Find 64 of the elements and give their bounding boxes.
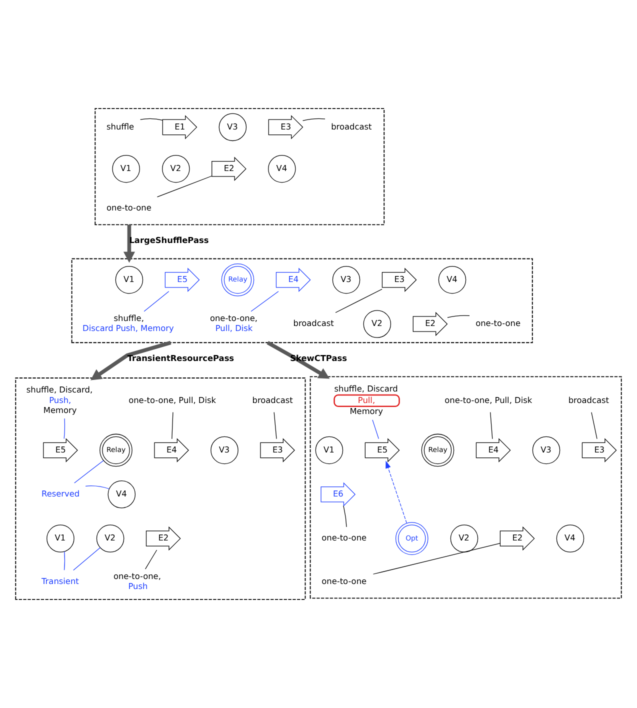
node-circle: V2 [96, 524, 124, 552]
node-text: one-to-one [106, 202, 152, 212]
connector [372, 543, 500, 574]
node-circle: V1 [115, 266, 144, 294]
cluster [310, 376, 622, 599]
node-circle: V3 [532, 436, 560, 464]
cluster [94, 108, 385, 226]
node-text: broadcast [293, 318, 334, 328]
connector [85, 486, 110, 490]
connector [73, 547, 101, 571]
node-circle: V4 [438, 266, 466, 294]
connector [302, 118, 326, 121]
arrow [386, 460, 407, 524]
node-circle: V4 [108, 480, 136, 508]
node-text: shuffle, Discard Push, Memory [82, 313, 174, 334]
node-text: one-to-one [322, 532, 367, 543]
connector [250, 291, 279, 312]
node-label: shuffle, Discard [334, 383, 398, 394]
node-text: broadcast [568, 394, 609, 405]
node-text: Reserved [42, 488, 80, 499]
arrow [90, 340, 172, 380]
cluster [71, 258, 533, 344]
connector [274, 412, 277, 440]
connector [490, 412, 493, 440]
node-circle: V1 [46, 524, 74, 552]
node-circle: V3 [332, 266, 360, 294]
node-circle: V2 [450, 524, 478, 552]
node-circle: V2 [162, 154, 190, 183]
connector [74, 460, 104, 484]
node-text: Transient [42, 576, 79, 586]
node-circle: V4 [556, 524, 584, 552]
node-circle: V1 [315, 436, 344, 464]
node-text: one-to-one, Pull, Disk [210, 313, 258, 334]
connector [156, 176, 212, 198]
node-circle: V2 [363, 310, 392, 338]
connector [591, 412, 598, 440]
connector [64, 418, 66, 439]
node-text: one-to-one [476, 318, 521, 328]
node-circle: V3 [210, 436, 238, 464]
connector [64, 551, 66, 570]
node-text: shuffle [106, 121, 134, 132]
node-box: Pull, [334, 394, 400, 407]
node-text: broadcast [252, 394, 293, 405]
connector [447, 315, 470, 318]
node-text: one-to-one, Pull, Disk [444, 394, 532, 405]
node-circle: V4 [268, 154, 296, 183]
connector [335, 288, 382, 313]
node-circle: V1 [112, 154, 140, 183]
node-label: Memory [350, 406, 384, 416]
node-text: shuffle, Discard, Push, Memory [26, 384, 93, 415]
connector [145, 550, 158, 570]
cluster [15, 378, 306, 600]
node-text: broadcast [331, 121, 372, 132]
connector [144, 291, 170, 312]
node-circle: V3 [218, 113, 247, 142]
arrow [123, 224, 135, 263]
connector [343, 506, 347, 528]
node-text: one-to-one, Pull, Disk [128, 394, 216, 405]
node-text: one-to-one, Push [113, 570, 161, 591]
connector [172, 412, 174, 440]
node-text: one-to-one [322, 576, 367, 586]
edge-label: TransientResourcePass [127, 353, 234, 364]
connector [372, 420, 379, 440]
connector [140, 118, 163, 120]
